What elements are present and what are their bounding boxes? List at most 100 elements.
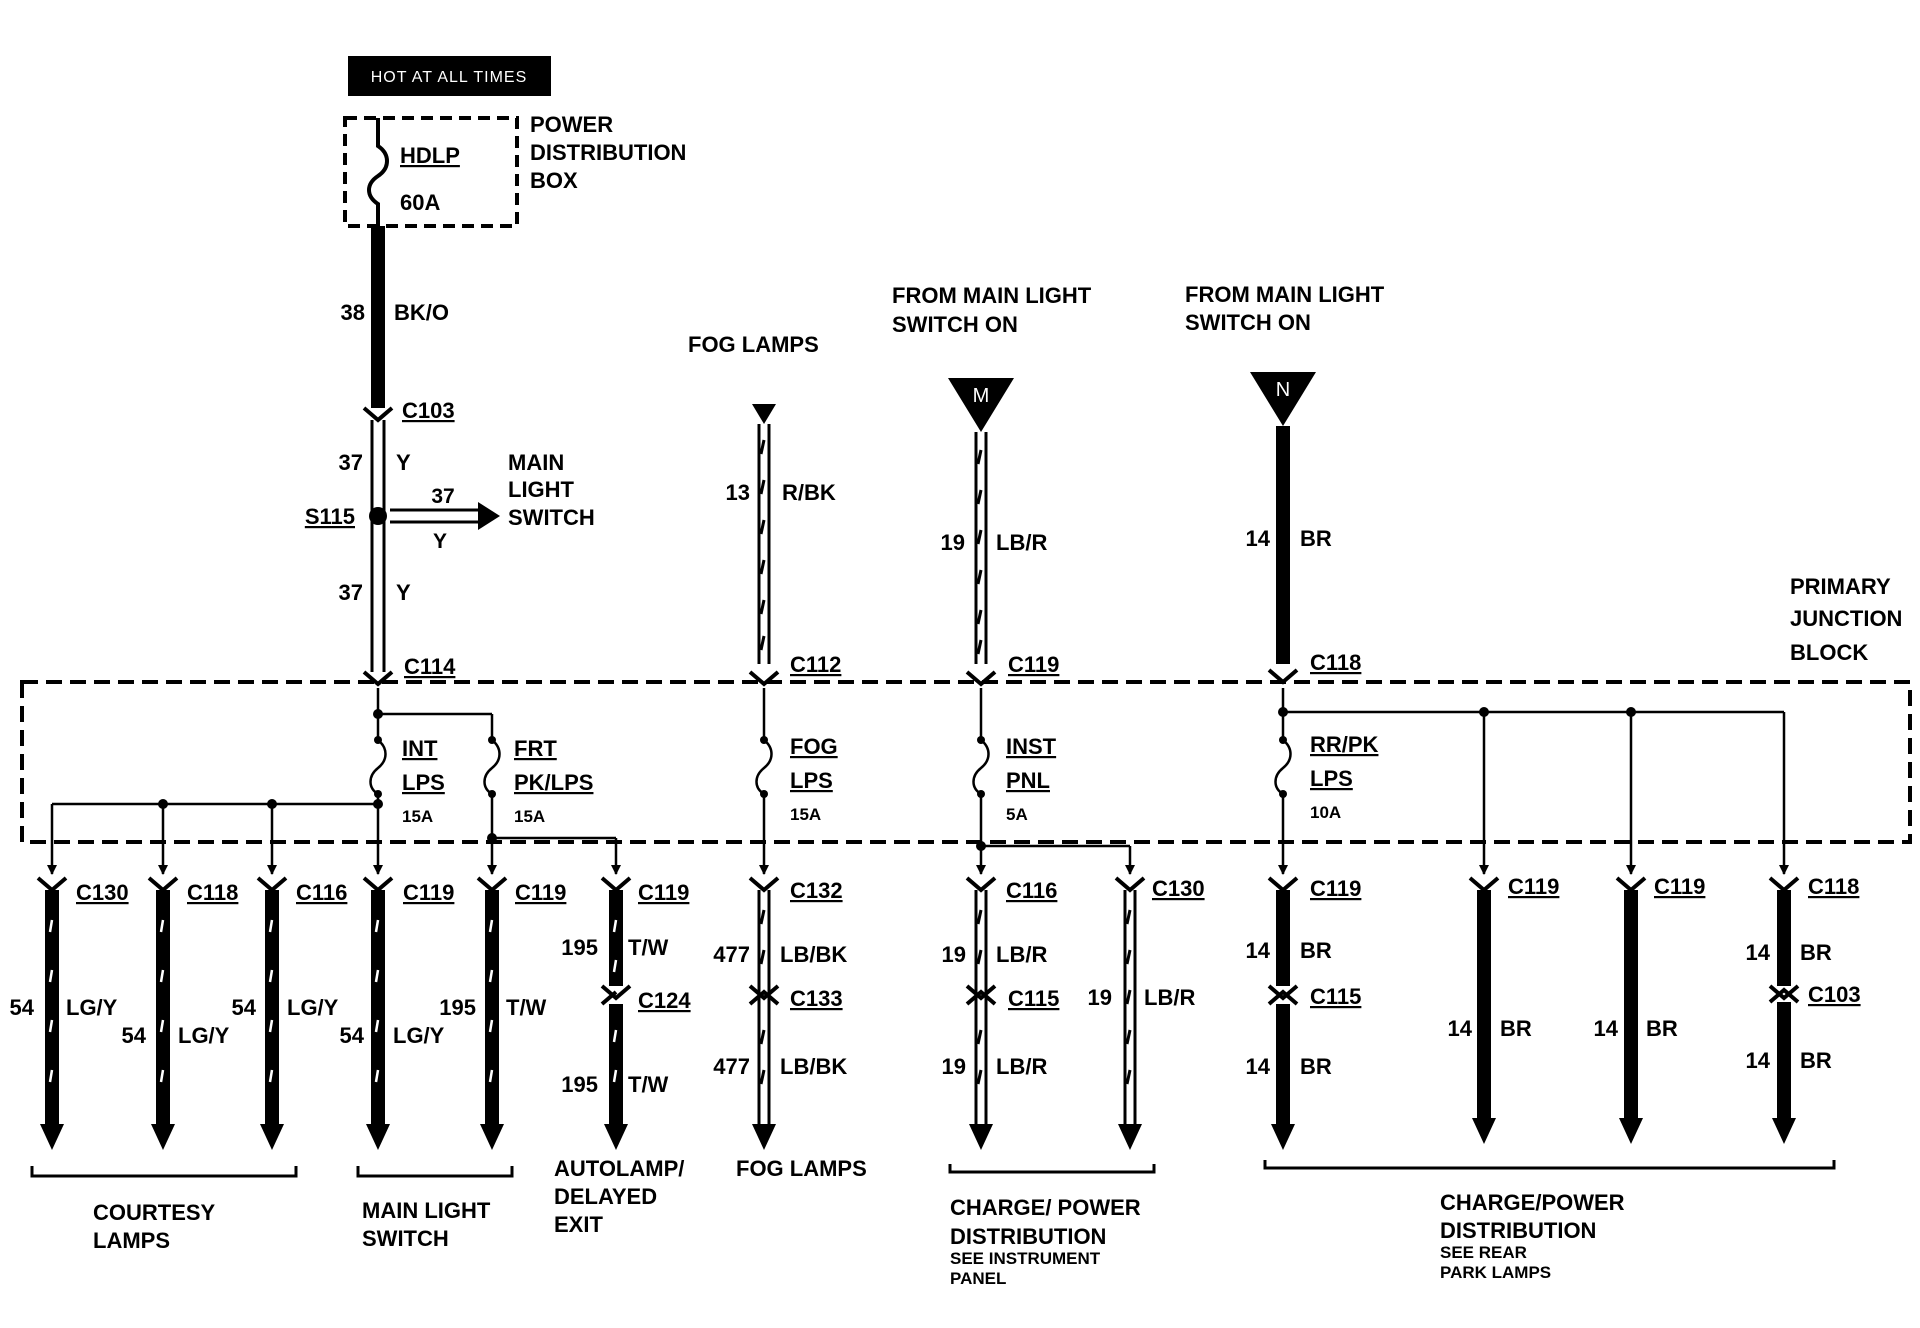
svg-text:C119: C119: [1654, 874, 1705, 899]
output-striped-wires: [757, 890, 1137, 1124]
svg-text:C103: C103: [1808, 982, 1861, 1007]
svg-text:CHARGE/ POWER: CHARGE/ POWER: [950, 1195, 1141, 1220]
pdb-label-1: POWER: [530, 112, 613, 137]
output-9: C130 19 LB/R: [1088, 876, 1205, 1010]
output-8: C116 19 LB/R C115 19 LB/R: [942, 878, 1060, 1079]
svg-text:DELAYED: DELAYED: [554, 1184, 657, 1209]
group-charge-power-1: CHARGE/ POWER DISTRIBUTION SEE INSTRUMEN…: [950, 1195, 1141, 1288]
feed-n-arrow-icon: [1250, 372, 1316, 426]
svg-text:AUTOLAMP/: AUTOLAMP/: [554, 1156, 684, 1181]
svg-text:FOG: FOG: [790, 734, 838, 759]
svg-text:LPS: LPS: [1310, 766, 1353, 791]
feed-n-label-1: FROM MAIN LIGHT: [1185, 282, 1385, 307]
svg-text:PK/LPS: PK/LPS: [514, 770, 593, 795]
main-light-switch-label-2: LIGHT: [508, 477, 575, 502]
connector-c118-feed: C118: [1310, 650, 1361, 675]
wire-color-y-a: Y: [396, 450, 411, 475]
fuse-frt-pk-lps: FRT PK/LPS 15A: [514, 736, 593, 826]
splice-s115-icon: [369, 507, 387, 525]
group-brackets: [30, 1160, 1836, 1178]
circuit-13: 13: [726, 480, 750, 505]
output-2: C118 54 LG/Y: [122, 880, 239, 1048]
circuit-14-feed: 14: [1246, 526, 1271, 551]
svg-text:54: 54: [122, 1023, 147, 1048]
svg-text:C119: C119: [403, 880, 454, 905]
svg-text:C118: C118: [1808, 874, 1859, 899]
svg-text:SEE REAR: SEE REAR: [1440, 1243, 1527, 1262]
output-6: C119 195 T/W C124 195 T/W: [561, 880, 691, 1097]
branch-to-main-light-switch: [390, 502, 500, 530]
svg-text:C119: C119: [638, 880, 689, 905]
svg-text:C130: C130: [1152, 876, 1205, 901]
svg-text:LPS: LPS: [790, 768, 833, 793]
hdlp-fuse-rating: 60A: [400, 190, 440, 215]
svg-text:INT: INT: [402, 736, 438, 761]
wire-color-lbr-feed: LB/R: [996, 530, 1047, 555]
group-autolamp: AUTOLAMP/ DELAYED EXIT: [554, 1156, 684, 1237]
svg-text:T/W: T/W: [628, 935, 669, 960]
output-10: C119 14 BR C115 14 BR: [1246, 876, 1362, 1079]
svg-text:19: 19: [942, 1054, 966, 1079]
pjb-label-1: PRIMARY: [1790, 574, 1891, 599]
svg-text:LAMPS: LAMPS: [93, 1228, 170, 1253]
fuse-rr-pk-lps: RR/PK LPS 10A: [1310, 732, 1379, 822]
svg-text:DISTRIBUTION: DISTRIBUTION: [1440, 1218, 1596, 1243]
svg-text:COURTESY: COURTESY: [93, 1200, 216, 1225]
circuit-37-c: 37: [339, 580, 363, 605]
svg-text:LG/Y: LG/Y: [178, 1023, 230, 1048]
connector-c119-feed: C119: [1008, 652, 1059, 677]
wire-color-br-feed: BR: [1300, 526, 1332, 551]
pjb-label-3: BLOCK: [1790, 640, 1868, 665]
circuit-19-feed: 19: [941, 530, 965, 555]
svg-text:477: 477: [713, 942, 750, 967]
svg-text:54: 54: [340, 1023, 365, 1048]
svg-text:RR/PK: RR/PK: [1310, 732, 1379, 757]
circuit-37-a: 37: [339, 450, 363, 475]
svg-text:BR: BR: [1800, 1048, 1832, 1073]
svg-text:5A: 5A: [1006, 805, 1028, 824]
svg-text:14: 14: [1246, 938, 1271, 963]
svg-text:BR: BR: [1300, 938, 1332, 963]
group-main-light-switch: MAIN LIGHT SWITCH: [362, 1198, 491, 1251]
svg-text:C124: C124: [638, 988, 691, 1013]
svg-text:C116: C116: [296, 880, 347, 905]
svg-text:15A: 15A: [790, 805, 821, 824]
svg-text:EXIT: EXIT: [554, 1212, 603, 1237]
svg-text:C118: C118: [187, 880, 238, 905]
feed-m-arrow-icon: [948, 378, 1014, 432]
svg-text:19: 19: [1088, 985, 1112, 1010]
hdlp-fuse-name: HDLP: [400, 143, 460, 168]
svg-text:PANEL: PANEL: [950, 1269, 1006, 1288]
wire-19-feed: [974, 432, 988, 664]
svg-text:C130: C130: [76, 880, 129, 905]
pjb-label-2: JUNCTION: [1790, 606, 1902, 631]
svg-text:C119: C119: [1310, 876, 1361, 901]
fog-input-arrow-icon: [752, 404, 776, 424]
svg-text:C116: C116: [1006, 878, 1057, 903]
svg-text:BR: BR: [1300, 1054, 1332, 1079]
primary-junction-block: [20, 680, 1912, 844]
fuse-fog-lps: FOG LPS 15A: [790, 734, 838, 824]
svg-text:14: 14: [1746, 1048, 1771, 1073]
output-7: C132 477 LB/BK C133 477 LB/BK: [713, 878, 847, 1079]
svg-text:T/W: T/W: [628, 1072, 669, 1097]
svg-text:477: 477: [713, 1054, 750, 1079]
pdb-label-2: DISTRIBUTION: [530, 140, 686, 165]
svg-text:SWITCH: SWITCH: [362, 1226, 449, 1251]
hot-at-all-times-label: HOT AT ALL TIMES: [348, 56, 551, 96]
fuse-inst-pnl: INST PNL 5A: [1006, 734, 1057, 824]
svg-text:19: 19: [942, 942, 966, 967]
svg-text:LPS: LPS: [402, 770, 445, 795]
svg-text:BR: BR: [1646, 1016, 1678, 1041]
output-12: C119 14 BR: [1594, 874, 1706, 1041]
svg-text:LG/Y: LG/Y: [287, 995, 339, 1020]
feed-m-label-1: FROM MAIN LIGHT: [892, 283, 1092, 308]
svg-text:BR: BR: [1500, 1016, 1532, 1041]
feed-m-label-2: SWITCH ON: [892, 312, 1018, 337]
svg-text:LB/BK: LB/BK: [780, 1054, 847, 1079]
group-charge-power-2: CHARGE/POWER DISTRIBUTION SEE REAR PARK …: [1440, 1190, 1625, 1282]
svg-text:15A: 15A: [514, 807, 545, 826]
connector-c103: C103: [402, 398, 455, 423]
svg-text:PARK LAMPS: PARK LAMPS: [1440, 1263, 1551, 1282]
